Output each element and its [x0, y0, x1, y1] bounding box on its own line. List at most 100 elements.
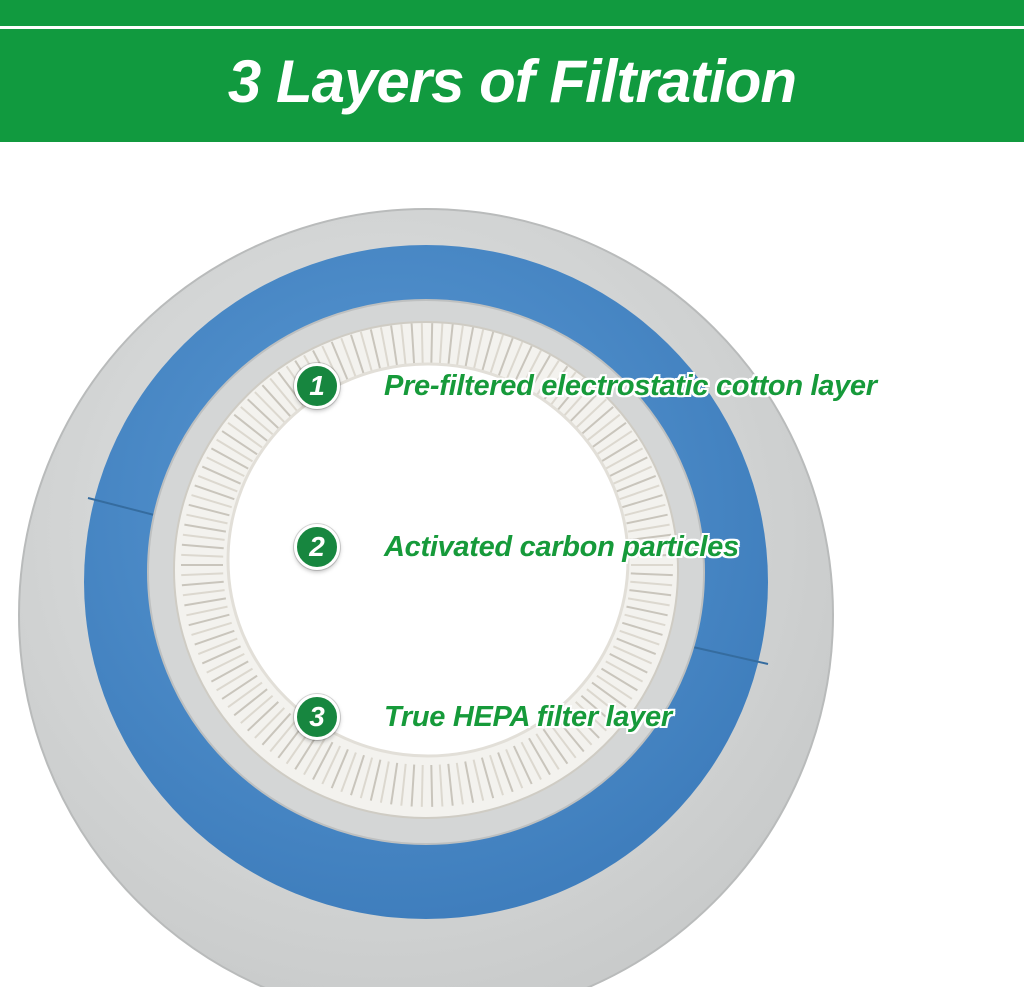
hepa-pleat [216, 438, 254, 463]
hepa-pleat [630, 580, 673, 587]
layer-label-2: 2 Activated carbon particles [294, 524, 739, 570]
hepa-pleat [512, 745, 533, 785]
layer-label-3: 3 True HEPA filter layer [294, 694, 672, 740]
hepa-pleat [400, 324, 407, 367]
hepa-pleat [181, 580, 224, 587]
hepa-pleat [197, 474, 238, 493]
hepa-pleat [430, 323, 434, 366]
hepa-pleat [630, 553, 673, 558]
hepa-pleat [472, 329, 485, 371]
hepa-pleat [350, 334, 365, 376]
hepa-pleat [182, 533, 225, 541]
layer-number-badge: 3 [294, 694, 340, 740]
hepa-pleat [489, 334, 504, 376]
hepa-pleat [438, 323, 444, 366]
hepa-pleat [340, 337, 357, 378]
hepa-pleat [359, 331, 374, 373]
hepa-pleat [596, 674, 633, 700]
hepa-pleat [556, 377, 585, 412]
hepa-pleat [512, 345, 533, 385]
hepa-pleat [580, 694, 614, 724]
hepa-pleat [535, 360, 560, 397]
layer-label-text: Activated carbon particles [384, 530, 739, 563]
hepa-pleat [505, 341, 524, 381]
hepa-pleat [181, 543, 224, 550]
hepa-pleat [420, 764, 424, 807]
hepa-pleat [626, 605, 668, 617]
blue-layer-seam-left [87, 497, 163, 518]
hepa-pleat [629, 589, 672, 597]
hepa-pleat [390, 762, 399, 805]
blue-layer-seam-right [683, 644, 769, 665]
hepa-pleat [497, 337, 514, 378]
hepa-pleat [430, 764, 434, 807]
hepa-pleat [616, 637, 657, 656]
hepa-pleat [447, 324, 454, 367]
hepa-pleat [420, 323, 424, 366]
layer-label-text: Pre-filtered electrostatic cotton layer [384, 369, 877, 402]
hepa-pleat [438, 764, 444, 807]
hepa-pleat [350, 754, 365, 796]
layer-label-text: True HEPA filter layer [384, 700, 672, 733]
hepa-pleat [612, 465, 653, 485]
hepa-pleat [542, 728, 569, 765]
hepa-pleat [269, 718, 298, 753]
hepa-pleat [181, 553, 224, 558]
hepa-pleat [605, 447, 644, 470]
hepa-pleat [201, 645, 242, 665]
hepa-pleat [480, 331, 495, 373]
hepa-pleat [562, 384, 593, 418]
hepa-pleat [197, 637, 238, 656]
hepa-pleat [575, 398, 607, 429]
hepa-pleat [379, 761, 390, 803]
hepa-pleat [580, 406, 614, 436]
hepa-pleat [528, 354, 551, 393]
filter-illustration: 1 Pre-filtered electrostatic cotton laye… [0, 142, 1024, 992]
hepa-pleat [556, 718, 585, 753]
hepa-pleat [191, 621, 232, 636]
header-banner: 3 Layers of Filtration [0, 0, 1024, 142]
hepa-pleat [528, 737, 551, 776]
hepa-pleat [616, 474, 657, 493]
hepa-pleat [575, 701, 607, 732]
hepa-pleat [520, 350, 542, 389]
hepa-pleat [630, 543, 673, 550]
hepa-pleat [464, 761, 475, 803]
hepa-pleat [194, 484, 235, 501]
hepa-pleat [269, 377, 298, 412]
hepa-pleat [369, 329, 382, 371]
hepa-pleat [184, 597, 227, 607]
hepa-pleat [605, 660, 644, 683]
hepa-pleat [627, 523, 670, 533]
hepa-pleat [627, 597, 670, 607]
hepa-pleat [612, 645, 653, 665]
hepa-pleat [497, 752, 514, 793]
hepa-pleat [609, 456, 648, 477]
hepa-pleat [330, 341, 349, 381]
hepa-pleat [240, 694, 274, 724]
center-opening [226, 362, 630, 758]
hepa-pleat [312, 741, 334, 780]
hepa-pleat [186, 605, 228, 617]
hepa-pleat [188, 613, 230, 627]
hepa-pleat [586, 688, 621, 717]
hepa-pleat [221, 430, 258, 456]
layer-number-badge: 2 [294, 524, 340, 570]
hepa-pleat [505, 749, 524, 789]
header-divider-line [0, 26, 1024, 29]
hepa-pleat [622, 494, 663, 509]
hepa-pleat [535, 733, 560, 770]
hepa-pleat [261, 712, 292, 746]
hepa-pleat [410, 764, 416, 807]
hepa-pleat [400, 763, 407, 806]
filter-cartridge-image [18, 208, 834, 992]
hepa-pleat [624, 613, 666, 627]
hepa-pleat [206, 456, 245, 477]
hepa-pleat [188, 503, 230, 517]
hepa-pleat [206, 653, 245, 674]
hepa-pleat [609, 653, 648, 674]
hepa-pleat [240, 406, 274, 436]
hepa-pleat [216, 667, 254, 692]
hepa-pleat [600, 438, 638, 463]
hepa-pleat [626, 513, 668, 525]
